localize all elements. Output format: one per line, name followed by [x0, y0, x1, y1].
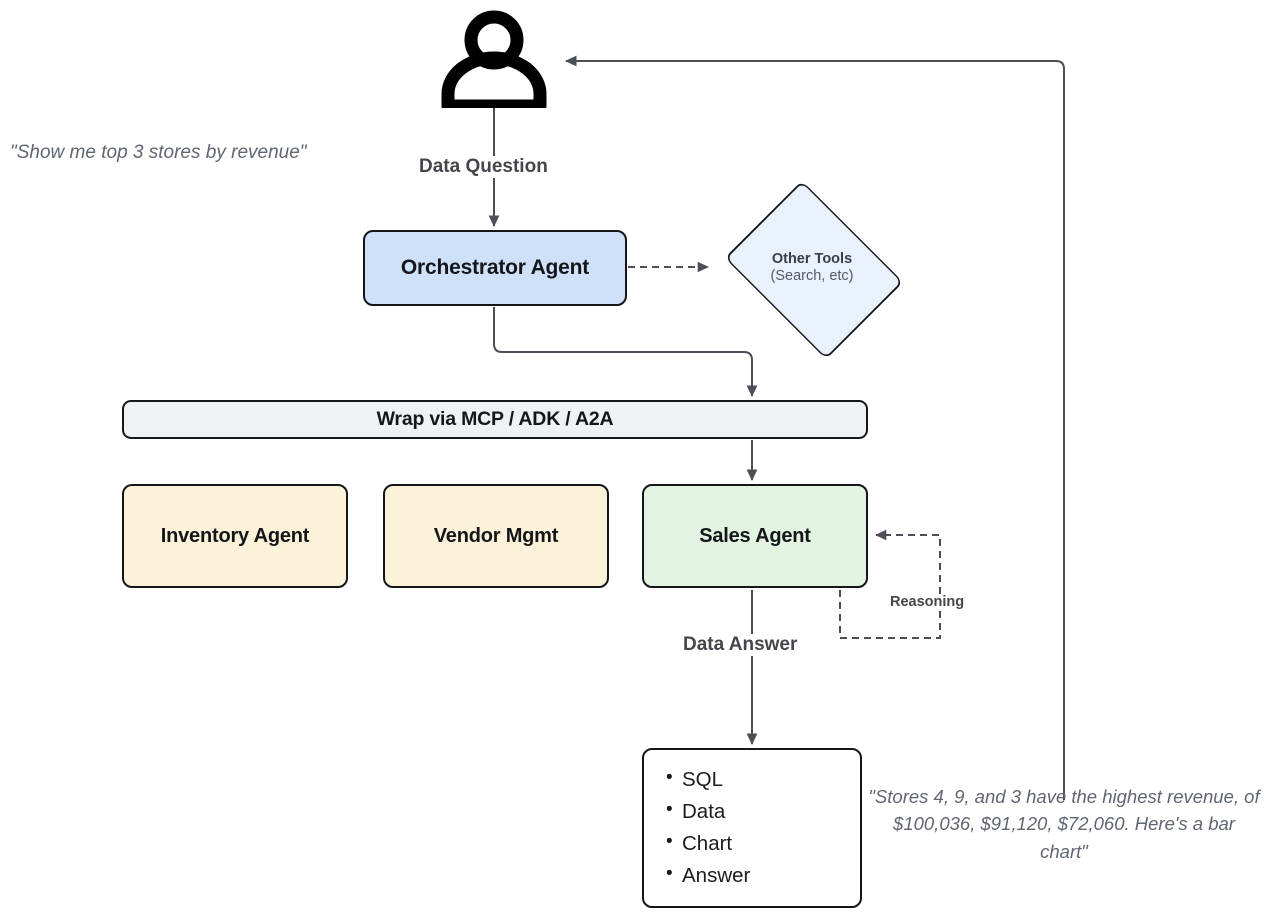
- orchestrator-label: Orchestrator Agent: [400, 256, 590, 279]
- node-output-artifacts[interactable]: SQL Data Chart Answer: [642, 748, 862, 908]
- edge-label-reasoning: Reasoning: [885, 594, 970, 610]
- edge-label-data-question: Data Question: [414, 156, 553, 178]
- person-icon: [441, 10, 547, 108]
- list-item: SQL: [666, 763, 750, 796]
- other-tools-labels: Other Tools (Search, etc): [712, 191, 912, 345]
- final-answer-quote: "Stores 4, 9, and 3 have the highest rev…: [868, 786, 1260, 862]
- other-tools-sublabel: (Search, etc): [770, 268, 854, 284]
- mcp-bar-label: Wrap via MCP / ADK / A2A: [376, 408, 614, 430]
- node-sales-agent[interactable]: Sales Agent: [642, 484, 868, 588]
- node-orchestrator-agent[interactable]: Orchestrator Agent: [363, 230, 627, 306]
- node-inventory-agent[interactable]: Inventory Agent: [122, 484, 348, 588]
- other-tools-label: Other Tools: [771, 250, 853, 267]
- sales-agent-label: Sales Agent: [699, 524, 811, 547]
- edge-label-data-answer: Data Answer: [678, 634, 803, 656]
- user-question-quote: "Show me top 3 stores by revenue": [10, 142, 307, 163]
- node-mcp-wrap-bar[interactable]: Wrap via MCP / ADK / A2A: [122, 400, 868, 439]
- node-other-tools[interactable]: Other Tools (Search, etc): [712, 180, 912, 360]
- vendor-mgmt-label: Vendor Mgmt: [433, 524, 559, 547]
- list-item: Answer: [666, 859, 750, 892]
- list-item: Chart: [666, 827, 750, 860]
- inventory-agent-label: Inventory Agent: [160, 524, 310, 547]
- list-item: Data: [666, 795, 750, 828]
- node-vendor-mgmt[interactable]: Vendor Mgmt: [383, 484, 609, 588]
- output-list: SQL Data Chart Answer: [666, 763, 750, 893]
